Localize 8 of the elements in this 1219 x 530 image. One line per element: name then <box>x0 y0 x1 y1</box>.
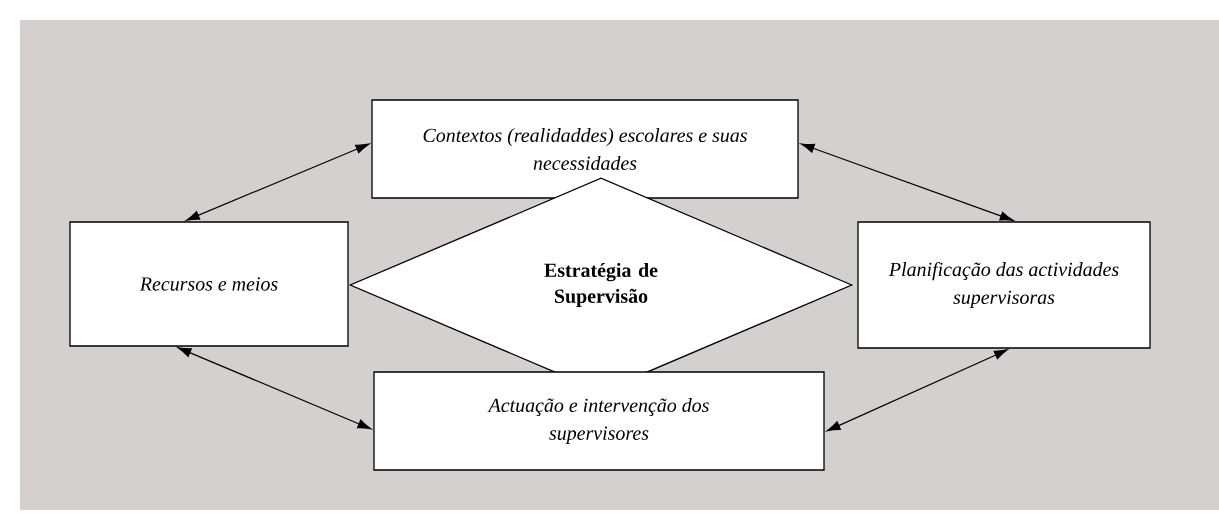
process-box: Recursos e meios <box>69 221 349 347</box>
process-box: Actuação e intervenção dos supervisores <box>373 371 825 471</box>
arrow <box>800 143 1014 221</box>
process-box: Contextos (realidaddes) escolares e suas necessidades <box>371 99 799 199</box>
arrow <box>177 347 372 430</box>
arrow <box>826 349 1008 432</box>
arrow <box>186 143 370 221</box>
process-box: Planificação das actividades supervisoras <box>857 221 1151 349</box>
